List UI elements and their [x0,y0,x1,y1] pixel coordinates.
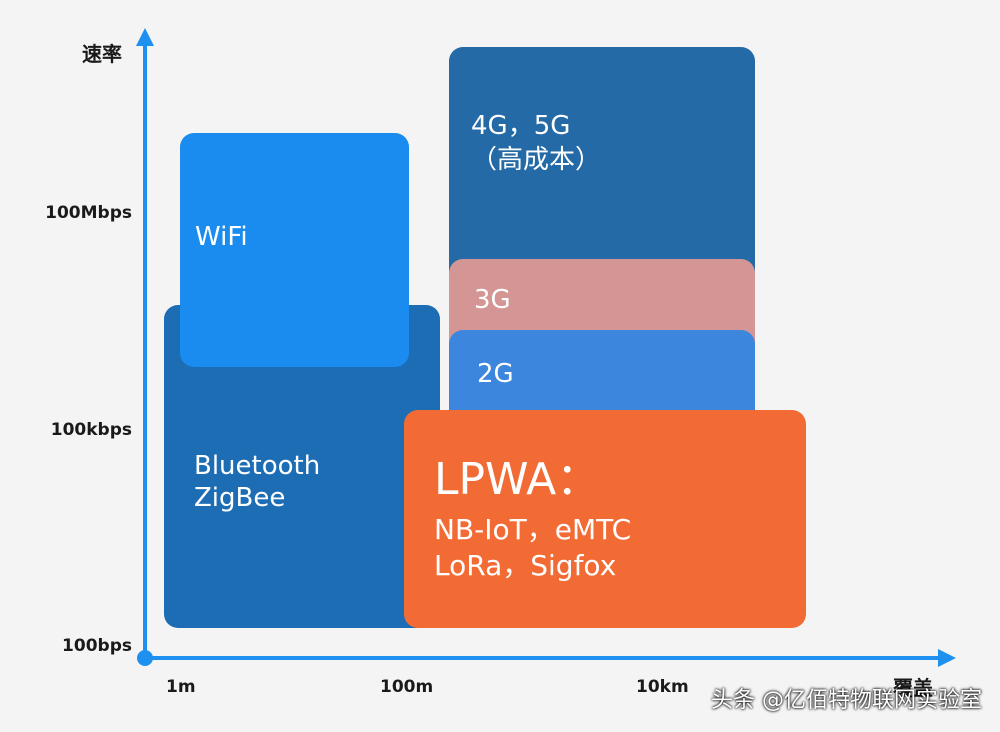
y-axis-title: 速率 [82,42,122,66]
block-lpwa: LPWA： NB-IoT，eMTC LoRa，Sigfox [404,410,806,628]
block-wifi-label: WiFi [195,222,248,252]
y-axis-arrow [136,28,154,46]
x-tick-10km: 10km [636,677,689,697]
x-tick-1m: 1m [166,677,196,697]
x-axis-title: 覆盖 [893,676,933,700]
block-3g-label: 3G [474,285,511,315]
block-lpwa-line1: NB-IoT，eMTC [434,513,632,546]
x-tick-100m: 100m [380,677,434,697]
y-tick-100kbps: 100kbps [50,420,132,440]
x-axis-arrow [938,649,956,667]
block-4g5g-label: 4G，5G [471,111,571,141]
y-tick-100bps: 100bps [62,636,132,656]
axis-origin-dot [137,650,153,666]
block-4g5g-cost-label: （高成本） [471,145,602,175]
block-wifi: WiFi [180,133,409,367]
watermark: 头条 @亿佰特物联网实验室 [711,688,982,713]
y-tick-100mbps: 100Mbps [45,203,132,223]
block-bluetooth-label: Bluetooth [194,451,321,481]
block-zigbee-label: ZigBee [194,483,286,513]
block-lpwa-title: LPWA： [434,454,601,505]
block-2g-label: 2G [477,359,514,389]
block-lpwa-line2: LoRa，Sigfox [434,549,617,582]
